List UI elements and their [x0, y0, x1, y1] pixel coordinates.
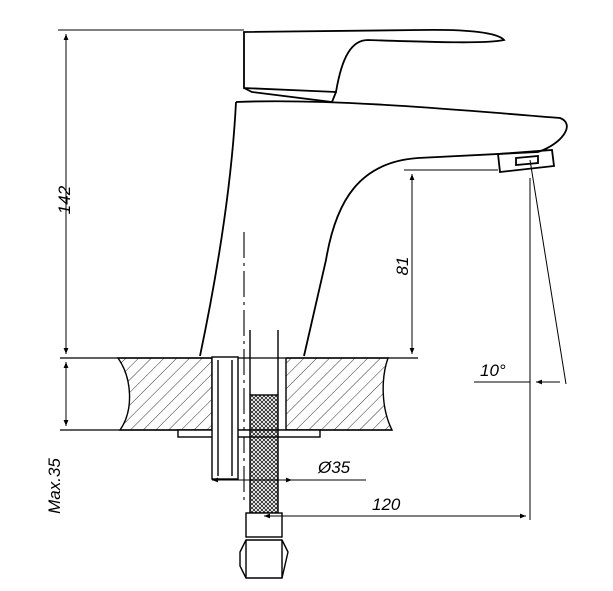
faucet-body [199, 28, 568, 357]
dim-spout-reach-label: 120 [372, 495, 401, 514]
dim-max-thickness-label: Max.35 [45, 458, 64, 514]
dim-swivel-angle [474, 159, 567, 385]
dim-total-height-label: 142 [55, 185, 74, 214]
dim-total-height [58, 29, 244, 354]
dim-spout-height-label: 81 [393, 257, 412, 276]
dim-swivel-angle-label: 10° [480, 361, 506, 380]
dim-hole-diameter-label: Ø35 [317, 458, 351, 477]
countertop-section [60, 357, 418, 432]
dim-spout-height [404, 169, 498, 354]
dim-spout-reach [264, 178, 531, 520]
mounting-hardware [177, 330, 321, 579]
